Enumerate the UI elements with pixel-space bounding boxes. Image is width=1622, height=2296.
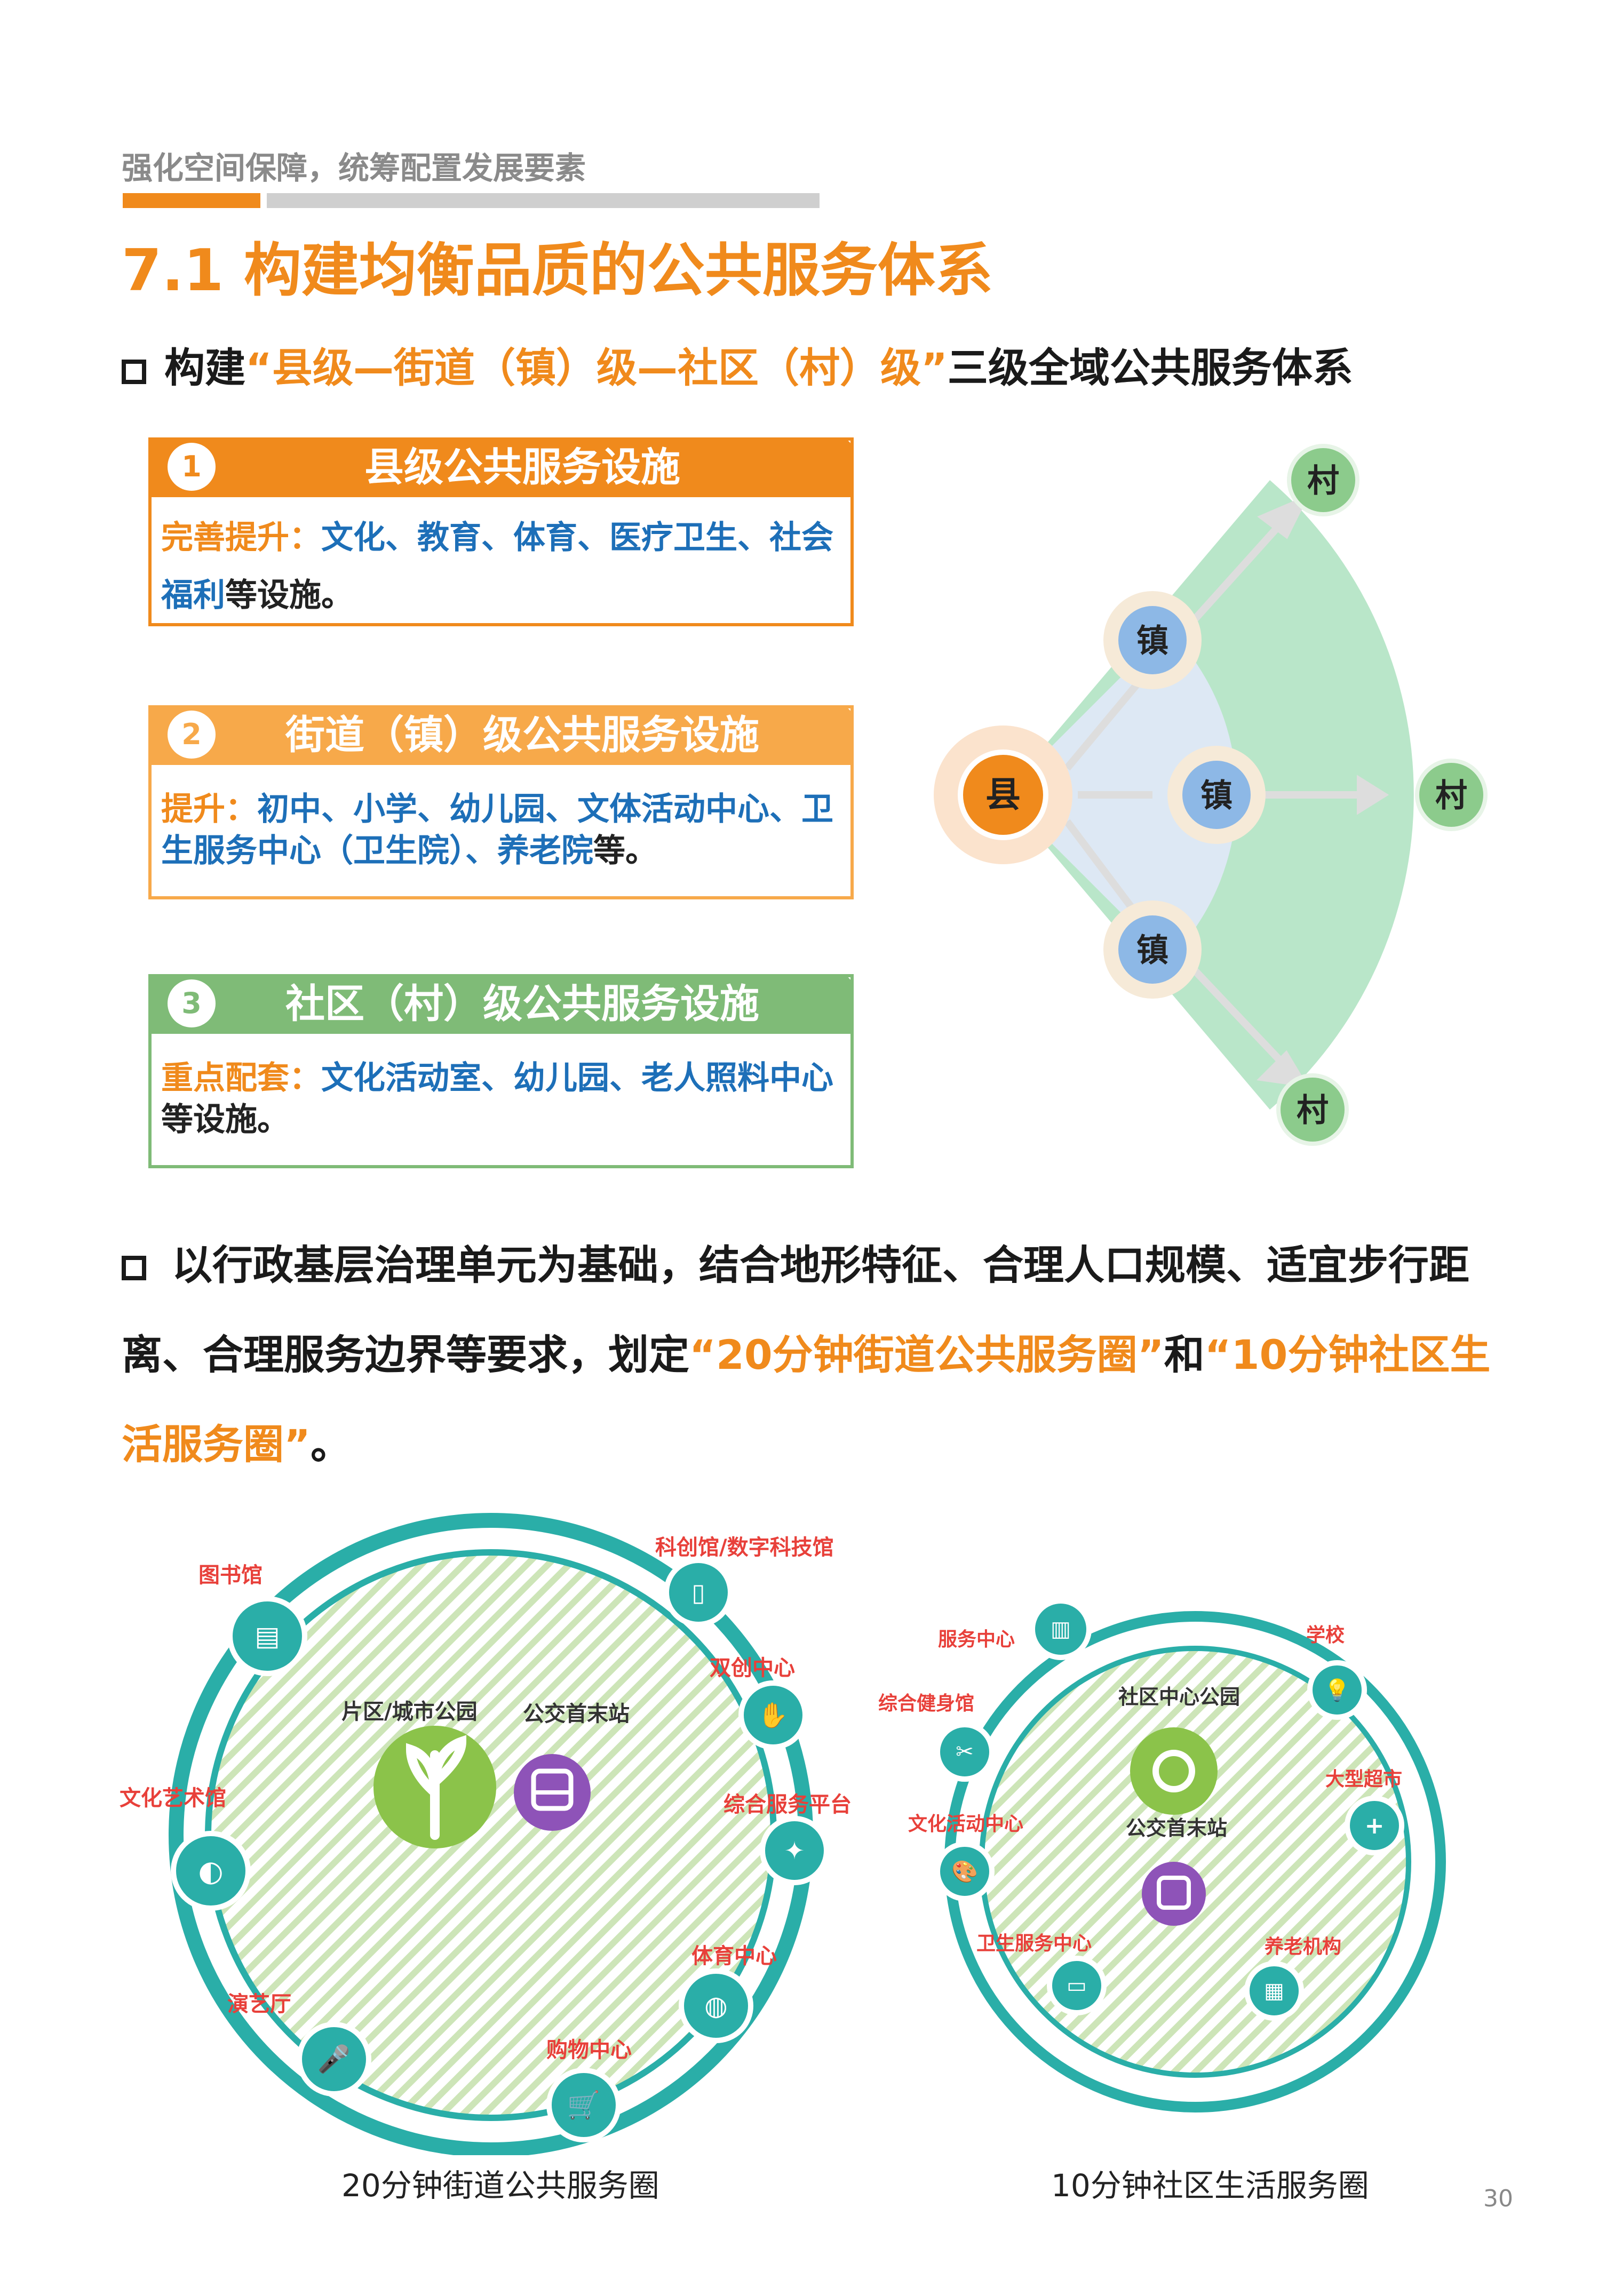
park-icon: [1130, 1727, 1218, 1815]
county-node: [958, 750, 1048, 840]
card-county-items: 文化、教育、体育、医疗卫生、社会福利: [161, 519, 833, 614]
town-node-top: 镇: [1136, 623, 1168, 660]
service-platform-icon: ✦: [760, 1816, 829, 1885]
section1-prefix: 构建: [164, 344, 245, 392]
card-town-tail: 等。: [593, 832, 657, 870]
village-node-bottom: 村: [1297, 1092, 1329, 1129]
card-county-lead: 完善提升：: [161, 519, 321, 556]
card-county: 1 县级公共服务设施 完善提升：文化、教育、体育、医疗卫生、社会福利等设施。: [148, 437, 854, 626]
circle10-label-fitness: 综合健身馆: [878, 1693, 975, 1715]
school-icon: 💡: [1307, 1660, 1367, 1720]
circle20-label-culture: 文化艺术馆: [120, 1786, 226, 1811]
supermarket-icon: +: [1345, 1796, 1404, 1855]
circle10-caption: 10分钟社区生活服务圈: [1051, 2167, 1369, 2204]
county-node-label: 县: [985, 774, 1021, 815]
card-village-header: 3 社区（村）级公共服务设施: [148, 974, 854, 1034]
card-county-number: 1: [168, 443, 216, 491]
circle10-center-park-label: 社区中心公园: [1118, 1685, 1241, 1709]
circle20-caption: 20分钟街道公共服务圈: [341, 2167, 659, 2204]
circle10-label-elderly: 养老机构: [1265, 1936, 1342, 1958]
section2-conjunction: 和: [1164, 1331, 1205, 1378]
section-subtitle: 强化空间保障，统筹配置发展要素: [122, 150, 586, 186]
circle10-label-supermarket: 大型超市: [1325, 1768, 1403, 1790]
village-node-mid: 村: [1435, 777, 1467, 815]
circle20-center-bus-label: 公交首末站: [523, 1702, 630, 1726]
circle20-label-sports: 体育中心: [691, 1944, 777, 1968]
section2-text: 以行政基层治理单元为基础，结合地形特征、合理人口规模、适宜步行距离、合理服务边界…: [122, 1241, 1469, 1378]
page-title: 7.1 构建均衡品质的公共服务体系: [122, 237, 993, 304]
checkbox-bullet-icon: [122, 1256, 146, 1280]
fitness-icon: ✂: [935, 1722, 995, 1782]
circle20-label-service: 综合服务平台: [723, 1792, 852, 1817]
elderly-care-icon: ▦: [1244, 1961, 1304, 2021]
title-bar-rule: [267, 193, 820, 208]
card-village: 3 社区（村）级公共服务设施 重点配套：文化活动室、幼儿园、老人照料中心等设施。: [148, 974, 854, 1168]
circle10-label-school: 学校: [1306, 1624, 1345, 1646]
card-town-body: 提升：初中、小学、幼儿园、文体活动中心、卫生服务中心（卫生院）、养老院等。: [161, 788, 849, 872]
section2-highlight-20min: “20分钟街道公共服务圈”: [689, 1331, 1164, 1378]
card-village-tail: 等设施。: [161, 1101, 289, 1138]
section1-suffix: 三级全域公共服务体系: [947, 344, 1353, 392]
section1-heading: 构建“县级—街道（镇）级—社区（村）级”三级全域公共服务体系: [122, 335, 1353, 394]
section2-end: 。: [310, 1421, 351, 1468]
circle10-label-activity: 文化活动中心: [908, 1813, 1024, 1835]
microphone-icon: 🎤: [297, 2022, 371, 2096]
circle10-label-service: 服务中心: [938, 1629, 1015, 1651]
shopping-cart-icon: 🛒: [546, 2068, 621, 2142]
health-center-icon: ▭: [1047, 1956, 1107, 2015]
hierarchy-diagram: 县 镇 镇 镇 村 村 村: [934, 444, 1488, 1146]
circle20-label-theater: 演艺厅: [227, 1992, 291, 2016]
circle20-label-science: 科创馆/数字科技馆: [655, 1535, 834, 1560]
circle20-label-library: 图书馆: [198, 1563, 263, 1588]
card-county-header: 1 县级公共服务设施: [148, 437, 854, 497]
village-node-top: 村: [1307, 463, 1339, 500]
title-bar-accent: [123, 193, 260, 208]
card-town-title: 街道（镇）级公共服务设施: [285, 712, 759, 758]
circle10-center-bus-label: 公交首末站: [1126, 1816, 1228, 1840]
card-village-number: 3: [168, 979, 216, 1027]
circle-10min-diagram: [944, 1611, 1446, 2112]
card-county-tail: 等设施。: [225, 577, 353, 614]
section2-highlight-10min: “10分钟社区生活服务圈”: [122, 1331, 1491, 1468]
card-town-header: 2 街道（镇）级公共服务设施: [148, 705, 854, 765]
card-county-title: 县级公共服务设施: [364, 444, 680, 490]
service-center-icon: ▥: [1030, 1598, 1092, 1660]
card-county-body: 完善提升：文化、教育、体育、医疗卫生、社会福利等设施。: [161, 509, 849, 624]
activity-center-icon: 🎨: [935, 1841, 995, 1901]
circle20-label-shopping: 购物中心: [546, 2038, 632, 2062]
card-town: 2 街道（镇）级公共服务设施 提升：初中、小学、幼儿园、文体活动中心、卫生服务中…: [148, 705, 854, 899]
card-village-body: 重点配套：文化活动室、幼儿园、老人照料中心等设施。: [161, 1057, 849, 1141]
town-nodes: 镇 镇 镇: [1103, 591, 1266, 999]
card-village-lead: 重点配套：: [161, 1059, 321, 1097]
section2-paragraph: 以行政基层治理单元为基础，结合地形特征、合理人口规模、适宜步行距离、合理服务边界…: [122, 1221, 1530, 1489]
card-village-items: 文化活动室、幼儿园、老人照料中心: [321, 1059, 833, 1097]
circle20-center-park-label: 片区/城市公园: [341, 1700, 478, 1724]
sports-center-icon: ◍: [679, 1968, 753, 2043]
checkbox-bullet-icon: [122, 360, 146, 384]
section1-highlight: “县级—街道（镇）级—社区（村）级”: [245, 344, 948, 392]
card-town-number: 2: [168, 711, 216, 759]
culture-art-icon: ◐: [171, 1831, 251, 1911]
town-node-bottom: 镇: [1136, 932, 1168, 969]
circle10-label-health: 卫生服务中心: [976, 1933, 1092, 1955]
village-nodes: 村 村 村: [1276, 444, 1488, 1146]
science-museum-icon: ▯: [664, 1558, 733, 1627]
card-town-items: 初中、小学、幼儿园、文体活动中心、卫生服务中心（卫生院）、养老院: [161, 791, 833, 870]
innovation-center-icon: ✋: [738, 1680, 808, 1750]
page-number: 30: [1483, 2185, 1513, 2212]
card-town-lead: 提升：: [161, 791, 257, 828]
circle20-label-innovation: 双创中心: [710, 1656, 795, 1680]
bus-icon: [1142, 1862, 1206, 1926]
card-village-title: 社区（村）级公共服务设施: [285, 981, 759, 1027]
town-node-mid: 镇: [1200, 777, 1233, 815]
library-icon: ▤: [227, 1596, 307, 1676]
